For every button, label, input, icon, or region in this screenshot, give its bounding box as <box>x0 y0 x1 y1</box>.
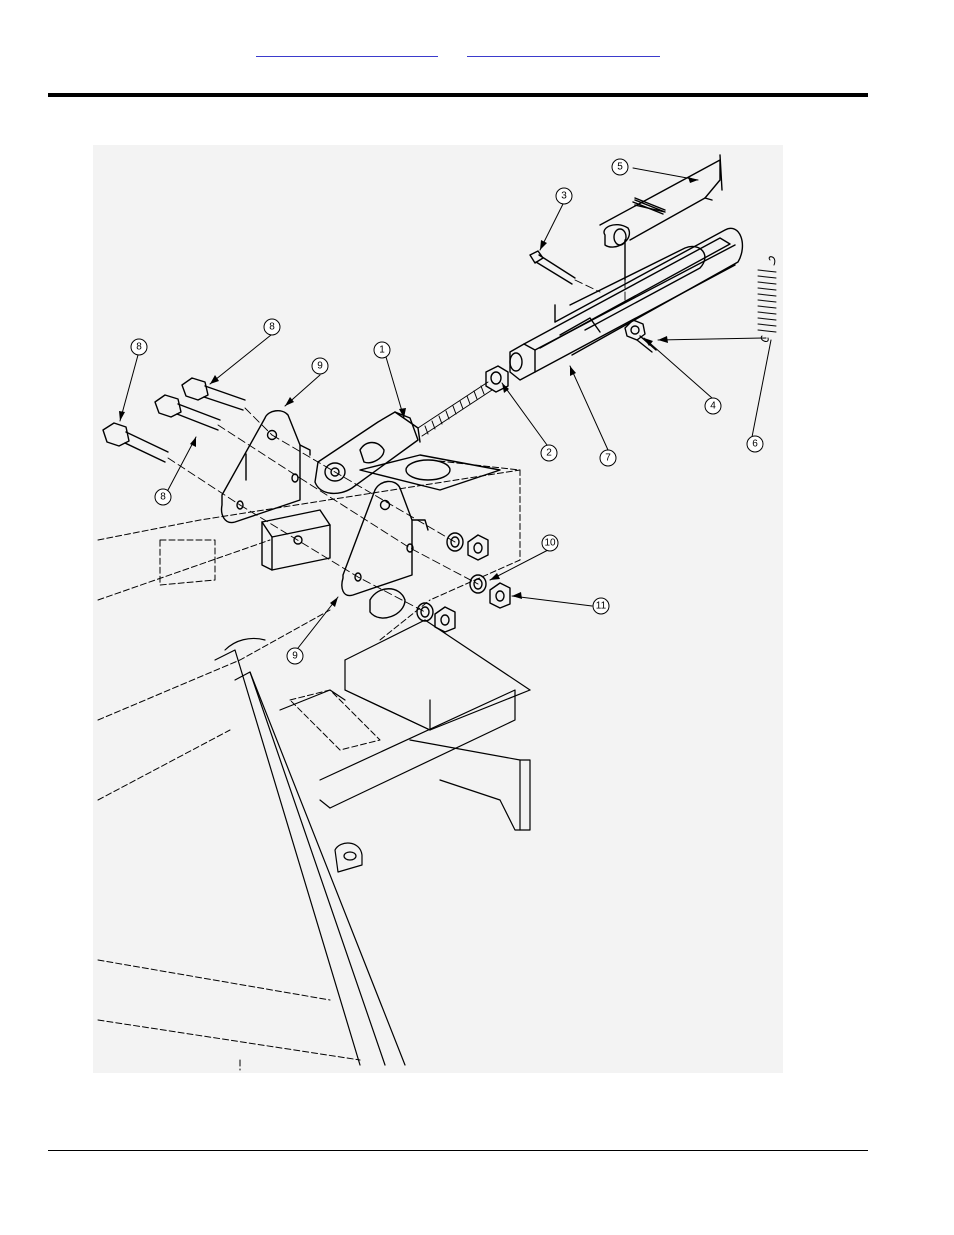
footer-rule <box>48 1150 868 1151</box>
callout-11: 11 <box>596 601 607 612</box>
frame-tubes <box>215 620 530 1065</box>
callout-9-top: 9 <box>317 361 323 372</box>
callout-labels: 1 2 3 4 5 6 7 8 8 8 9 9 10 11 <box>136 162 758 662</box>
callout-9-bottom: 9 <box>292 651 298 662</box>
callout-4: 4 <box>710 401 716 412</box>
bolt-8-middle <box>155 395 220 430</box>
assembly-centerlines <box>168 280 625 612</box>
callout-2: 2 <box>546 448 552 459</box>
callout-3: 3 <box>561 191 567 202</box>
bracket-9-right <box>342 481 428 595</box>
callout-7: 7 <box>605 453 611 464</box>
callout-10: 10 <box>544 538 556 549</box>
callout-5: 5 <box>617 162 623 173</box>
threaded-rod <box>418 382 492 436</box>
callout-1: 1 <box>379 345 385 356</box>
callout-8-bottom: 8 <box>160 492 166 503</box>
callout-6: 6 <box>752 439 758 450</box>
arrowheads <box>119 177 698 607</box>
callout-circles <box>131 159 763 664</box>
washer-lower <box>417 603 433 621</box>
nut-11 <box>490 583 510 608</box>
spring-6 <box>758 257 776 342</box>
bolt-3 <box>530 251 575 284</box>
pin <box>633 198 665 214</box>
callout-8-top: 8 <box>269 322 275 333</box>
nut-4 <box>625 320 656 352</box>
leader-lines <box>120 168 771 648</box>
nut-upper <box>468 535 488 560</box>
bolt-8-bottom <box>103 423 168 462</box>
bracket-9-left <box>222 411 310 523</box>
nut-lower <box>435 607 455 632</box>
callout-8-left: 8 <box>136 342 142 353</box>
